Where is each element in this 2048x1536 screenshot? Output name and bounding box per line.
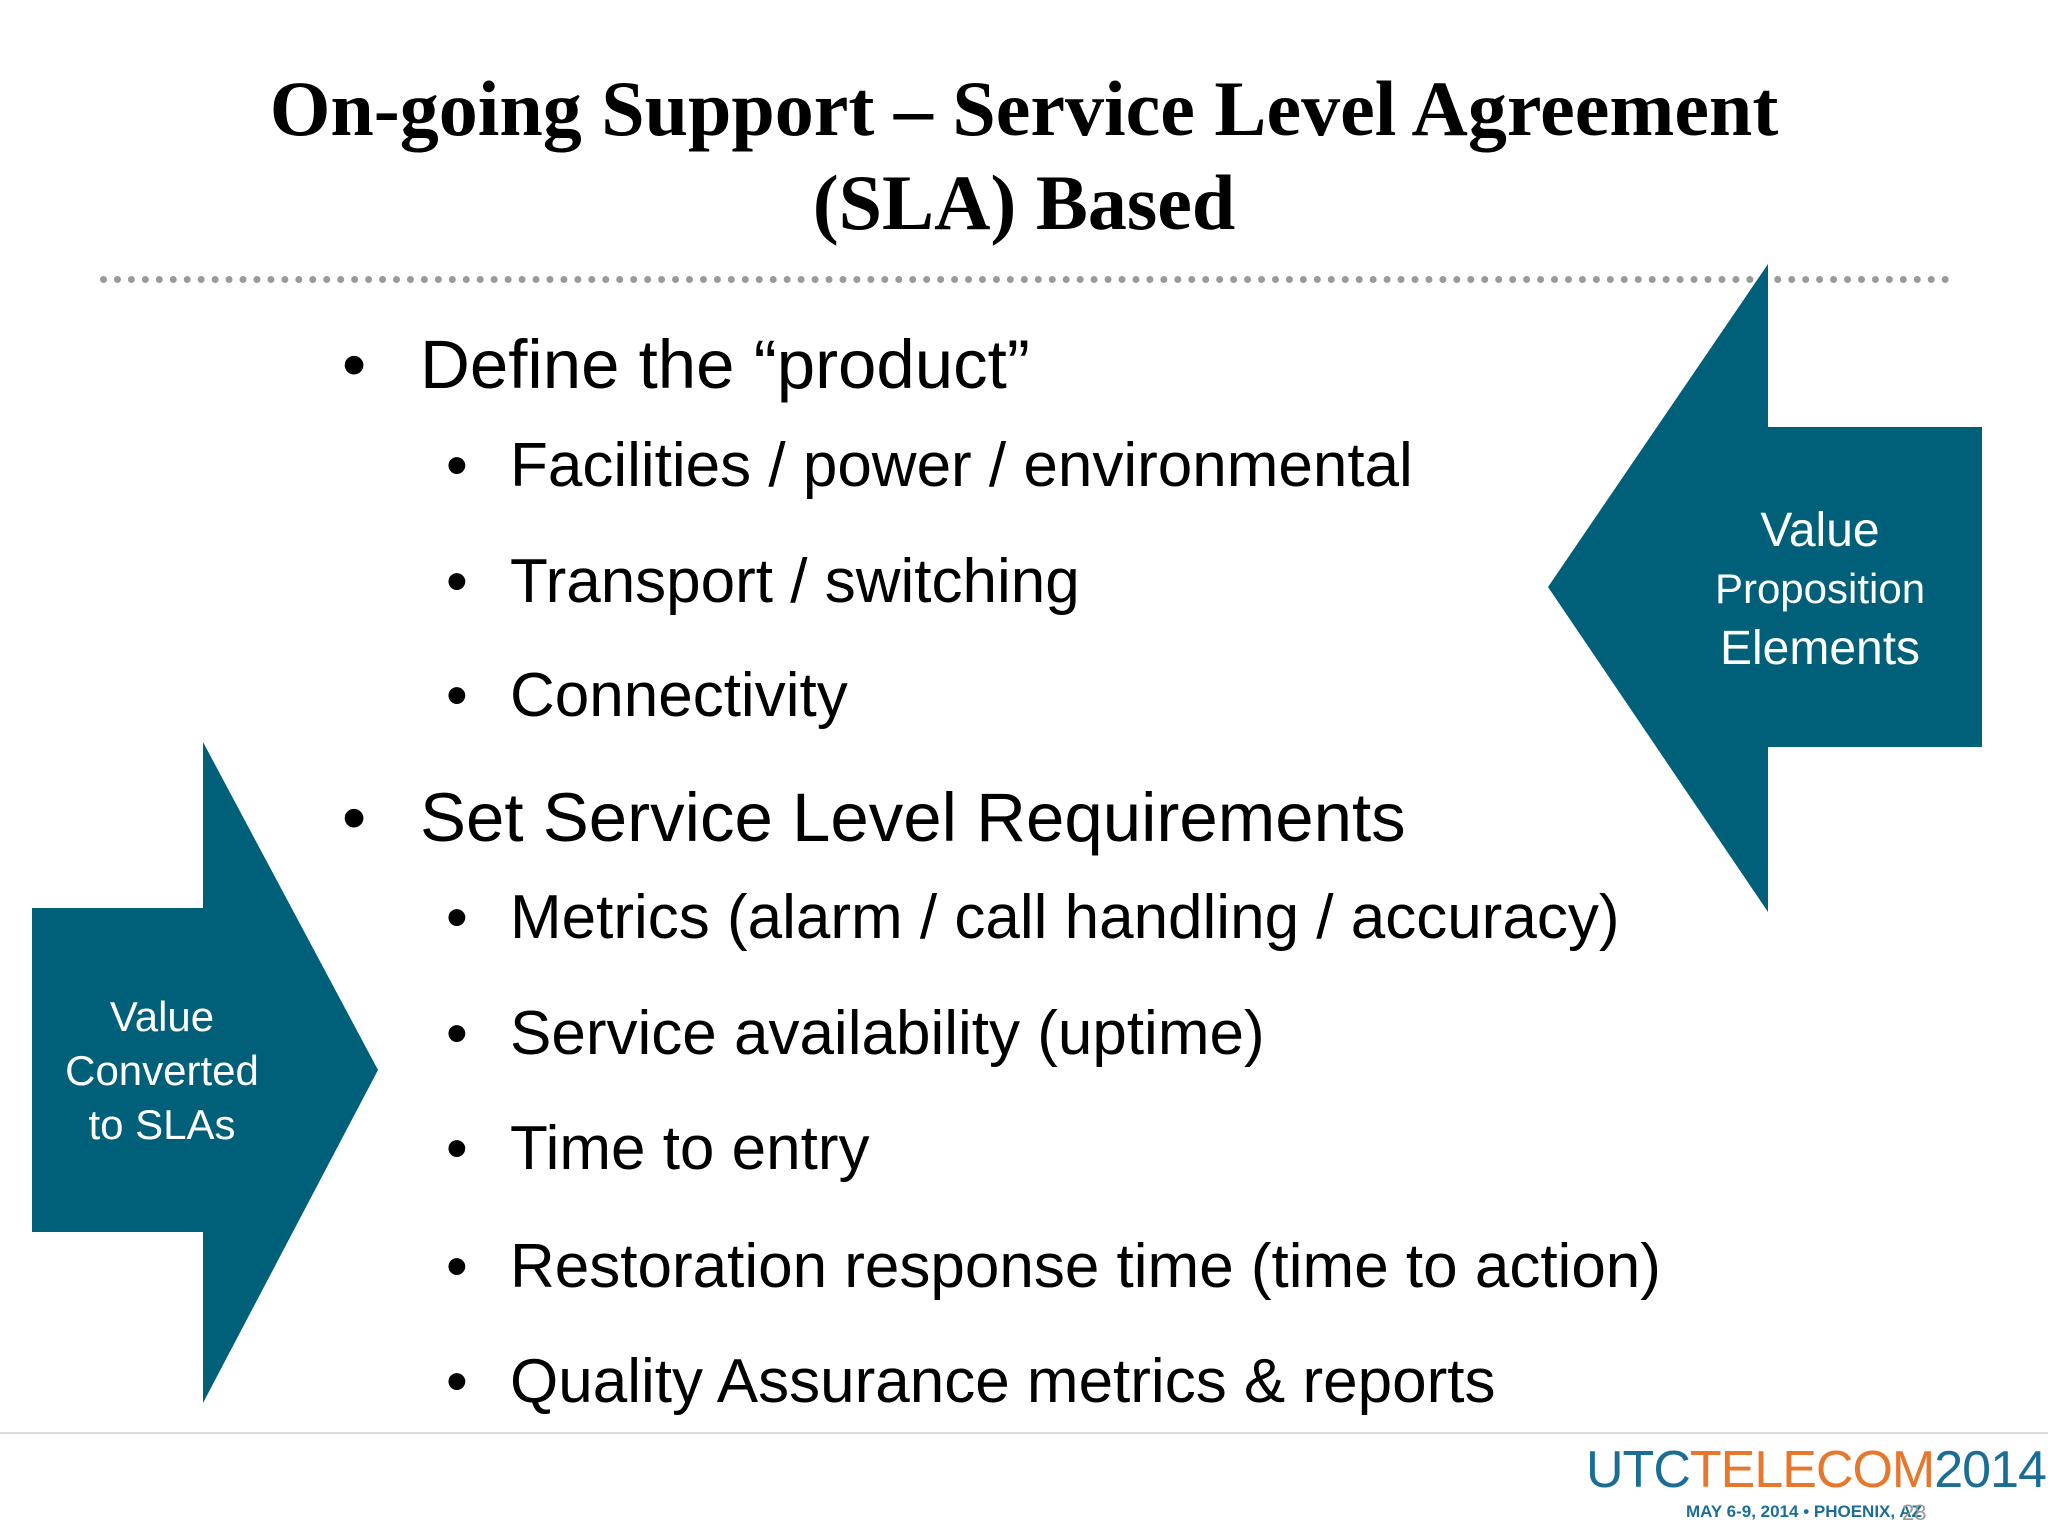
bullet-dot: •	[446, 1347, 468, 1416]
slide-title-line-1: On-going Support – Service Level Agreeme…	[269, 65, 1779, 152]
bullet-dot: •	[446, 999, 468, 1068]
bullet-time-to-entry: • Time to entry	[446, 1113, 870, 1185]
bullet-dot: •	[446, 661, 468, 730]
value-proposition-label-line-3: Elements	[1719, 622, 1921, 675]
value-proposition-arrow	[1548, 264, 1982, 912]
value-converted-arrow-shape	[32, 742, 378, 1403]
bullet-metrics: • Metrics (alarm / call handling / accur…	[446, 882, 1620, 954]
value-converted-label-line-3: to SLAs	[88, 1101, 236, 1148]
bullet-transport: • Transport / switching	[446, 546, 1080, 618]
value-proposition-arrow-shape	[1548, 264, 1982, 912]
logo-year: 2014	[1934, 1441, 2047, 1499]
bullet-set-service-level: • Set Service Level Requirements	[342, 778, 1406, 858]
bullet-dot: •	[446, 883, 468, 952]
bullet-text: Transport / switching	[510, 547, 1080, 616]
value-converted-label-line-2: Converted	[65, 1047, 259, 1094]
value-converted-arrow	[32, 742, 378, 1403]
bullet-restoration: • Restoration response time (time to act…	[446, 1231, 1661, 1303]
value-converted-label-line-1: Value	[109, 993, 215, 1040]
bullet-text: Set Service Level Requirements	[420, 779, 1406, 856]
bullet-text: Service availability (uptime)	[510, 999, 1265, 1068]
slide-title: On-going Support – Service Level Agreeme…	[0, 62, 2048, 250]
bullet-quality-assurance: • Quality Assurance metrics & reports	[446, 1346, 1496, 1418]
value-converted-label: Value Converted to SLAs	[32, 990, 292, 1152]
value-proposition-label-line-2: Proposition	[1714, 565, 1926, 612]
bullet-text: Time to entry	[510, 1114, 870, 1183]
bullet-text: Connectivity	[510, 661, 848, 730]
logo-wordmark: UTCTELECOM2014	[1586, 1440, 2047, 1500]
footer-divider	[0, 1432, 2048, 1434]
logo-telecom: TELECOM	[1689, 1441, 1935, 1499]
bullet-connectivity: • Connectivity	[446, 660, 848, 732]
bullet-text: Define the “product”	[420, 326, 1030, 403]
bullet-dot: •	[342, 326, 367, 403]
bullet-dot: •	[342, 779, 367, 856]
bullet-dot: •	[446, 1114, 468, 1183]
slide-title-line-2: (SLA) Based	[812, 159, 1236, 246]
bullet-dot: •	[446, 1232, 468, 1301]
logo-subtitle: MAY 6-9, 2014 • PHOENIX, AZ	[1686, 1502, 1922, 1521]
bullet-text: Facilities / power / environmental	[510, 431, 1413, 500]
value-proposition-label: Value Proposition Elements	[1680, 502, 1960, 680]
logo-utc: UTC	[1586, 1441, 1691, 1499]
bullet-text: Restoration response time (time to actio…	[510, 1232, 1661, 1301]
bullet-dot: •	[446, 431, 468, 500]
page-number: 28	[1902, 1500, 1927, 1525]
bullet-text: Quality Assurance metrics & reports	[510, 1347, 1496, 1416]
bullet-service-availability: • Service availability (uptime)	[446, 998, 1265, 1070]
title-divider	[100, 276, 1950, 283]
value-proposition-label-line-1: Value	[1760, 504, 1880, 557]
bullet-text: Metrics (alarm / call handling / accurac…	[510, 883, 1620, 952]
bullet-define-product: • Define the “product”	[342, 325, 1030, 405]
utc-telecom-logo: UTCTELECOM2014 MAY 6-9, 2014 • PHOENIX, …	[1586, 1440, 2047, 1530]
bullet-dot: •	[446, 547, 468, 616]
bullet-facilities: • Facilities / power / environmental	[446, 430, 1413, 502]
